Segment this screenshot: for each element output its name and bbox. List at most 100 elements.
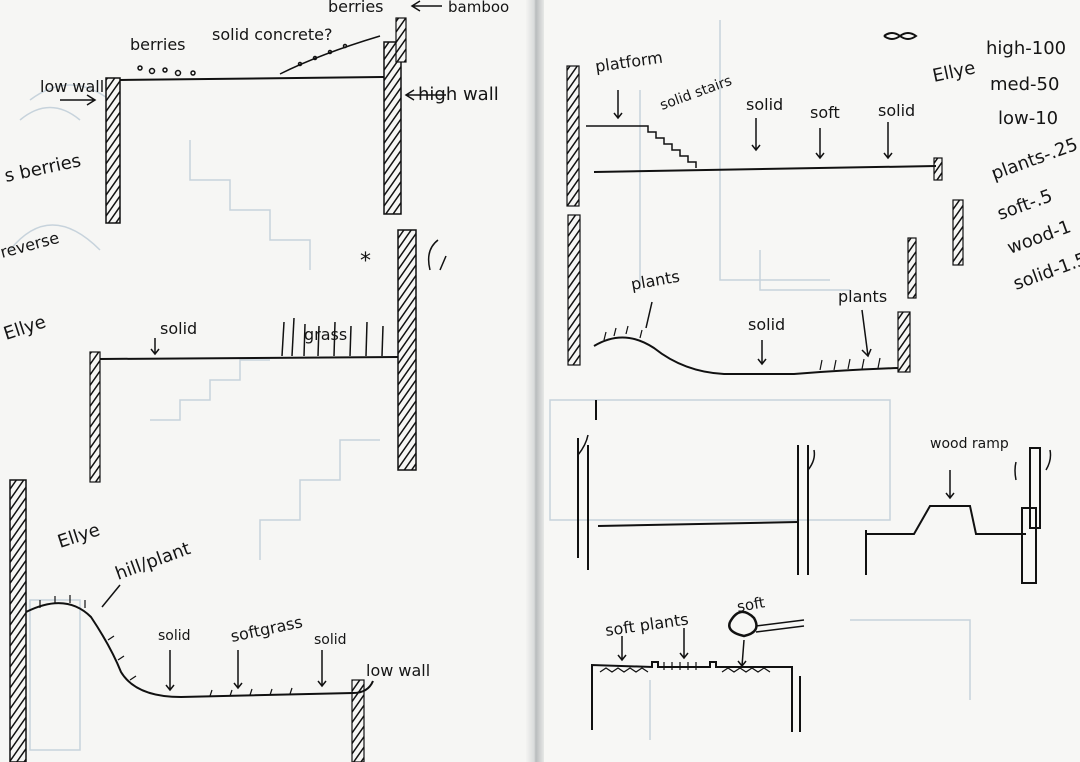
platform-wall-hatch bbox=[566, 65, 580, 207]
bamboo-hatch bbox=[395, 17, 407, 63]
solid-arrow-b bbox=[757, 340, 767, 366]
grass-strokes bbox=[281, 317, 384, 357]
left-valley-wall-hatch bbox=[567, 214, 581, 366]
label-grass: grass bbox=[304, 325, 347, 344]
sketch-soft-plants bbox=[591, 610, 805, 732]
label-solid-b: solid bbox=[748, 315, 785, 334]
plant-sprig bbox=[427, 239, 447, 271]
right-valley-wall-hatch bbox=[897, 311, 911, 373]
legend-row-low: low-10 bbox=[998, 108, 1058, 129]
berries-dots bbox=[137, 43, 348, 77]
sketch-wood-ramp bbox=[577, 434, 1052, 584]
label-plants-right: plants bbox=[838, 287, 887, 306]
label-ellye-2: Ellye bbox=[1, 311, 48, 344]
bamboo-arrow bbox=[410, 0, 442, 12]
high-wall-arrow bbox=[404, 89, 446, 101]
plants-right-arrow bbox=[861, 309, 872, 358]
right-leaves bbox=[1014, 449, 1052, 481]
hill-grass-ticks bbox=[39, 595, 293, 697]
valley-grass bbox=[603, 325, 881, 371]
legend-row-high: high-100 bbox=[986, 38, 1066, 59]
crossed-out-word bbox=[755, 619, 805, 633]
label-low-wall: low wall bbox=[40, 77, 104, 96]
sketch-solid-grass bbox=[89, 229, 447, 483]
solid-right-arrow bbox=[317, 650, 327, 688]
label-hill-plant: hill/plant bbox=[113, 538, 194, 585]
notebook-gutter bbox=[526, 0, 544, 762]
right-wall-hatch bbox=[397, 229, 417, 471]
ground-line bbox=[99, 356, 399, 360]
solid-arrow-a bbox=[751, 118, 761, 152]
scribble-circle bbox=[728, 610, 758, 638]
label-solid-3b: solid bbox=[314, 632, 347, 648]
right-page bbox=[540, 0, 1080, 762]
label-s-berries: s berries bbox=[3, 150, 83, 187]
legend-row-plants: plants-.25 bbox=[989, 134, 1080, 185]
label-platform: platform bbox=[594, 48, 664, 76]
label-wood-ramp: wood ramp bbox=[930, 436, 1009, 452]
label-low-wall-3: low wall bbox=[366, 661, 430, 680]
label-solid-a: solid bbox=[746, 95, 783, 114]
label-solid-a2: solid bbox=[878, 101, 915, 120]
label-soft-plants: soft plants bbox=[604, 609, 690, 640]
hill-arrow bbox=[101, 584, 121, 608]
slope-line bbox=[279, 35, 381, 75]
concrete-surface bbox=[119, 76, 385, 81]
legend-rows: high-100 med-50 low-10 plants-.25 soft-.… bbox=[986, 38, 1080, 295]
valley-curve bbox=[593, 336, 899, 375]
label-solid-3: solid bbox=[158, 628, 191, 644]
tall-left-wall-hatch bbox=[9, 479, 27, 762]
ramp-floor-left bbox=[597, 521, 799, 527]
sketch-hill-plant bbox=[9, 479, 374, 762]
sketch-platform-stairs bbox=[566, 65, 964, 266]
sketch-berries-concrete bbox=[60, 0, 446, 224]
legend-row-soft: soft-.5 bbox=[995, 185, 1056, 224]
label-berries-right: berries bbox=[328, 0, 384, 16]
label-high-wall: high wall bbox=[418, 84, 499, 105]
label-soft-d: soft bbox=[736, 593, 767, 616]
soft-plants-outline bbox=[591, 661, 793, 732]
legend-scribble bbox=[883, 32, 918, 40]
label-solid-stairs: solid stairs bbox=[658, 73, 734, 114]
ramp-shape bbox=[866, 505, 1026, 535]
solid-arrow bbox=[150, 338, 160, 356]
plants-arrow-d bbox=[679, 628, 689, 660]
sketch-plants-valley bbox=[567, 214, 917, 420]
plants-left-arrow bbox=[645, 301, 653, 329]
solid-arrow-3 bbox=[165, 650, 175, 692]
mid-post bbox=[797, 445, 809, 575]
ramp-arrow bbox=[945, 470, 955, 500]
platform-arrow bbox=[613, 90, 623, 120]
plant-ticks bbox=[663, 662, 697, 670]
legend-title: Ellye bbox=[931, 57, 978, 87]
label-reverse: reverse bbox=[0, 228, 61, 262]
wave-pattern bbox=[599, 667, 771, 673]
left-post bbox=[577, 438, 589, 570]
label-ellye-3: Ellye bbox=[55, 519, 102, 552]
legend-row-wood: wood-1 bbox=[1005, 216, 1074, 258]
bleed-through bbox=[9, 20, 971, 751]
stairs bbox=[586, 125, 697, 168]
low-wall-right-hatch bbox=[351, 679, 365, 762]
label-solid-2: solid bbox=[160, 319, 197, 338]
left-leaf bbox=[577, 434, 589, 456]
scribble bbox=[883, 32, 918, 40]
hill-curve bbox=[25, 602, 374, 699]
soft-arrow-d bbox=[617, 636, 627, 662]
label-star: * bbox=[360, 249, 371, 274]
softgrass-arrow bbox=[233, 650, 243, 690]
right-upper-wall-hatch bbox=[907, 237, 917, 299]
low-wall-arrow bbox=[60, 94, 97, 106]
floating-wall-hatch bbox=[952, 199, 964, 266]
right-tall-post bbox=[1029, 447, 1041, 529]
mid-leaf bbox=[807, 449, 816, 471]
low-wall-hatch bbox=[105, 77, 121, 224]
high-wall-hatch bbox=[383, 41, 402, 215]
label-soft-a: soft bbox=[810, 103, 840, 122]
legend-row-med: med-50 bbox=[990, 74, 1059, 95]
soft-arrow-d2 bbox=[737, 639, 747, 668]
solid-right-arrow-a bbox=[883, 122, 893, 160]
label-bamboo: bamboo bbox=[448, 0, 509, 16]
